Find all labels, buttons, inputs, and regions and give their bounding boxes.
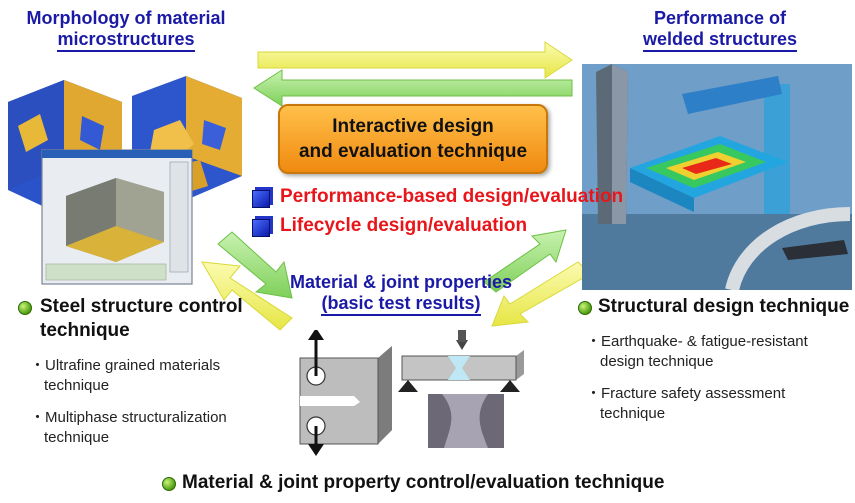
right-bullet-2-line2: technique: [600, 405, 666, 422]
left-bullet-1-line1: Ultrafine grained materials: [45, 357, 221, 374]
steel-structure-heading-line1: Steel structure control: [40, 296, 243, 317]
property-control-heading: Material & joint property control/evalua…: [182, 472, 665, 493]
right-bullet-1: ・Earthquake- & fatigue-resistant design …: [586, 333, 808, 370]
interactive-design-box: Interactive design and evaluation techni…: [278, 104, 548, 174]
left-bullet-1-line2: technique: [44, 377, 110, 394]
welded-structures-title: Performance of welded structures: [600, 8, 840, 52]
welded-structures-title-line1: Performance of: [653, 8, 787, 28]
right-bullet-1-line1: Earthquake- & fatigue-resistant: [601, 333, 808, 350]
arrow-right-yellow-top: [257, 41, 573, 79]
test-specimens-illustration: [299, 330, 524, 456]
structural-design-heading: Structural design technique: [598, 296, 850, 317]
performance-based-item: Performance-based design/evaluation: [280, 186, 624, 207]
interactive-design-line1: Interactive design: [332, 116, 494, 137]
right-bullet-2: ・Fracture safety assessment technique: [586, 385, 786, 422]
left-bullet-2: ・Multiphase structuralization technique: [30, 409, 227, 446]
green-bullet-icon: [162, 477, 176, 491]
microstructure-illustration: [8, 76, 242, 285]
welded-structures-title-line2: welded structures: [642, 29, 798, 52]
right-bullet-2-line1: Fracture safety assessment: [601, 385, 786, 402]
material-joint-properties-line1: Material & joint properties: [289, 272, 513, 292]
left-bullet-2-line1: Multiphase structuralization: [45, 409, 227, 426]
material-joint-properties-title: Material & joint properties (basic test …: [276, 272, 526, 316]
interactive-design-line2: and evaluation technique: [298, 141, 528, 162]
lifecycle-item: Lifecycle design/evaluation: [280, 215, 528, 236]
arrow-yellow-lower-left: [201, 261, 293, 331]
right-bullet-1-line2: design technique: [600, 353, 714, 370]
arrow-yellow-lower-right: [491, 261, 591, 327]
green-bullet-icon: [18, 301, 32, 315]
left-bullet-1: ・Ultrafine grained materials technique: [30, 357, 221, 394]
blue-cube-bullet-icon: [252, 219, 270, 237]
material-joint-properties-line2: (basic test results): [321, 293, 481, 316]
arrow-green-lower-right: [483, 229, 567, 293]
arrow-green-lower-left: [217, 231, 293, 299]
left-bullet-2-line2: technique: [44, 429, 110, 446]
welded-structures-illustration: [582, 64, 852, 290]
microstructure-title: Morphology of material microstructures: [6, 8, 246, 52]
microstructure-title-line2: microstructures: [57, 29, 195, 52]
arrow-left-green-top: [253, 69, 573, 107]
green-bullet-icon: [578, 301, 592, 315]
steel-structure-heading-line2: technique: [40, 320, 130, 341]
microstructure-title-line1: Morphology of material: [26, 8, 226, 28]
blue-cube-bullet-icon: [252, 190, 270, 208]
steel-structure-heading: Steel structure control technique: [40, 295, 243, 343]
